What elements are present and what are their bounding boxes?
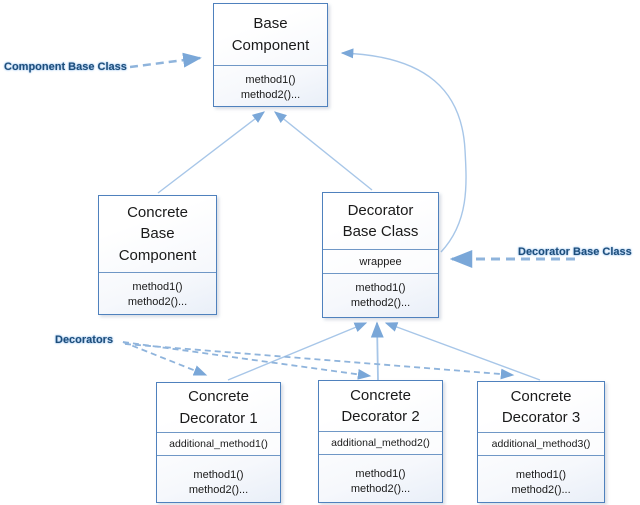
- concrete-decorator-1-methods: method1() method2()...: [188, 469, 249, 497]
- decorator-wrappee-attribute: wrappee: [323, 249, 438, 274]
- concrete-decorator-1-title: Concrete Decorator 1: [179, 388, 258, 427]
- class-box-concrete-decorator-3: Concrete Decorator 3 additional_method3(…: [477, 381, 605, 503]
- arrow-label-decorators-to-1: [122, 341, 208, 376]
- arrow-decorator-base-to-base-component: [274, 111, 373, 191]
- concrete-decorator-3-additional-method: additional_method3(): [478, 432, 604, 456]
- decorator-base-class-methods: method1() method2()...: [350, 282, 411, 310]
- arrow-label-decorators-to-3: [124, 343, 515, 380]
- class-box-concrete-base-component: Concrete Base Component method1() method…: [98, 195, 217, 315]
- concrete-decorator-2-methods: method1() method2()...: [350, 468, 411, 496]
- class-box-decorator-base-class: Decorator Base Class wrappee method1() m…: [322, 192, 439, 318]
- base-component-methods: method1() method2()...: [214, 65, 327, 106]
- concrete-decorator-3-title: Concrete Decorator 3: [501, 387, 581, 426]
- arrow-decorator2-to-decorator-base: [370, 321, 384, 381]
- concrete-decorator-1-additional-method: additional_method1(): [157, 432, 280, 456]
- concrete-decorator-3-methods: method1() method2()...: [511, 469, 571, 497]
- decorator-base-class-title: Decorator Base Class: [342, 201, 419, 240]
- arrow-decorator1-to-decorator-base: [227, 322, 368, 381]
- base-component-title: Base Component: [231, 15, 310, 54]
- concrete-decorator-2-additional-method: additional_method2(): [319, 431, 442, 455]
- arrow-concrete-base-to-base-component: [157, 111, 266, 194]
- label-decorator-base-class: Decorator Base Class: [518, 246, 632, 258]
- label-decorators: Decorators: [55, 334, 114, 346]
- concrete-base-component-title: Concrete Base Component: [118, 204, 197, 264]
- class-box-concrete-decorator-1: Concrete Decorator 1 additional_method1(…: [156, 382, 281, 503]
- concrete-base-component-methods: method1() method2()...: [99, 272, 216, 314]
- arrow-label-decorators-to-2: [122, 341, 372, 380]
- label-component-base-class: Component Base Class: [4, 61, 127, 73]
- arrow-label-component-base-class: [129, 52, 202, 69]
- concrete-decorator-2-title: Concrete Decorator 2: [341, 386, 420, 425]
- arrow-decorator3-to-decorator-base: [384, 322, 541, 381]
- class-box-base-component: Base Component method1() method2()...: [213, 3, 328, 107]
- arrow-wrappee-curve-to-base-component: [340, 48, 467, 253]
- class-box-concrete-decorator-2: Concrete Decorator 2 additional_method2(…: [318, 380, 443, 503]
